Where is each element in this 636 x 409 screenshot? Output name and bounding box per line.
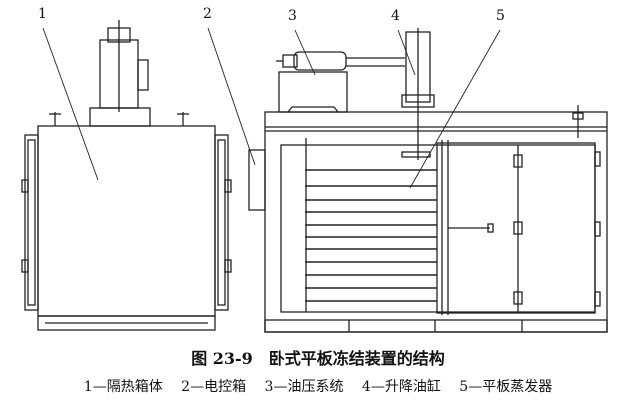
- evaporator-plates: [305, 169, 437, 302]
- legend-item: 2—电控箱: [181, 379, 247, 395]
- control-box: [248, 149, 266, 211]
- legend-item: 1—隔热箱体: [83, 379, 163, 395]
- figure-legend: 1—隔热箱体 2—电控箱 3—油压系统 4—升降油缸 5—平板蒸发器: [0, 376, 636, 396]
- callout-2: 2: [203, 6, 212, 22]
- left-unit-side-view: [21, 20, 232, 331]
- leader-lines: [42, 27, 501, 189]
- right-unit-front-view: [248, 28, 608, 333]
- callout-1: 1: [38, 6, 47, 22]
- legend-item: 3—油压系统: [264, 379, 344, 395]
- figure-title: 图 23-9 卧式平板冻结装置的结构: [191, 349, 445, 368]
- hydraulic-box: [278, 71, 348, 113]
- callout-4: 4: [391, 8, 400, 24]
- callout-3: 3: [288, 8, 297, 24]
- legend-item: 4—升降油缸: [361, 379, 441, 395]
- freezer-drawing: [21, 20, 608, 333]
- legend-item: 5—平板蒸发器: [459, 379, 553, 395]
- callout-5: 5: [496, 8, 505, 24]
